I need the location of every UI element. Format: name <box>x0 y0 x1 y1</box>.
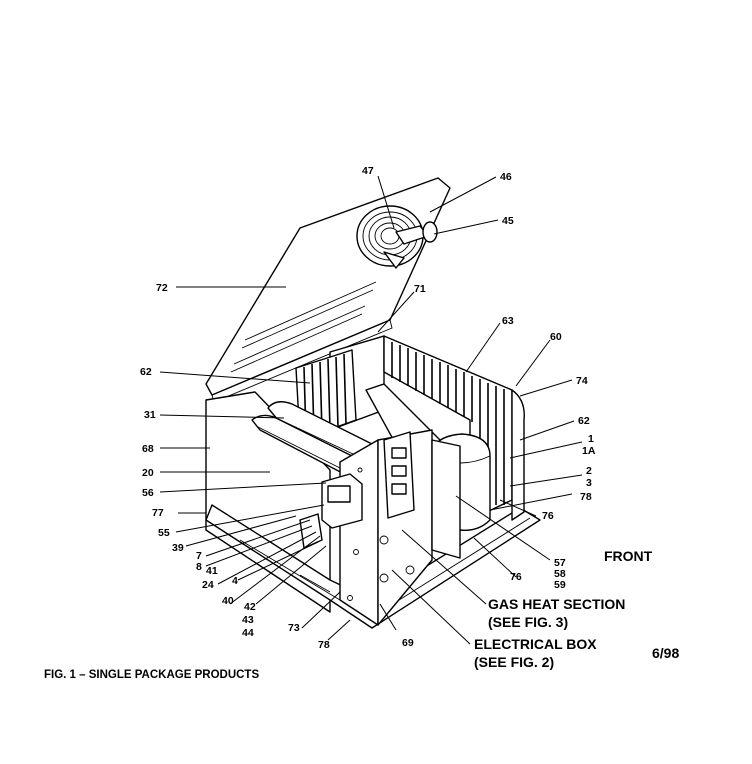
gas-heat-section-ref: (SEE FIG. 3) <box>488 614 568 630</box>
callout-63: 63 <box>502 315 514 327</box>
callout-24: 24 <box>202 579 214 591</box>
callout-labels: 47 46 45 72 71 63 60 74 62 62 31 68 1 1A… <box>140 165 596 651</box>
callout-76-bottom: 76 <box>510 571 522 583</box>
callout-57: 57 <box>554 557 566 569</box>
electrical-box-label: ELECTRICAL BOX <box>474 636 597 652</box>
callout-7: 7 <box>196 550 202 562</box>
callout-69: 69 <box>402 637 414 649</box>
callout-68: 68 <box>142 443 154 455</box>
callout-44: 44 <box>242 627 254 639</box>
leader-lines <box>159 175 583 645</box>
callout-1: 1 <box>588 433 594 445</box>
gas-heat-section-label: GAS HEAT SECTION <box>488 596 625 612</box>
callout-46: 46 <box>500 171 512 183</box>
electrical-box-ref: (SEE FIG. 2) <box>474 654 554 670</box>
callout-72: 72 <box>156 282 168 294</box>
figure-caption: FIG. 1 – SINGLE PACKAGE PRODUCTS <box>44 669 259 681</box>
callout-74: 74 <box>576 375 588 387</box>
date-code: 6/98 <box>652 645 679 661</box>
callout-62-right: 62 <box>578 415 590 427</box>
callout-56: 56 <box>142 487 154 499</box>
callout-8: 8 <box>196 561 202 573</box>
callout-78-bottom: 78 <box>318 639 330 651</box>
callout-47: 47 <box>362 165 374 177</box>
callout-42: 42 <box>244 601 256 613</box>
callout-41: 41 <box>206 565 218 577</box>
callout-60: 60 <box>550 331 562 343</box>
callout-1A: 1A <box>582 445 596 457</box>
callout-39: 39 <box>172 542 184 554</box>
front-label: FRONT <box>604 548 653 564</box>
callout-76-right: 76 <box>542 510 554 522</box>
callout-55: 55 <box>158 527 170 539</box>
condenser-fan <box>356 205 438 269</box>
callout-3: 3 <box>586 477 592 489</box>
callout-59: 59 <box>554 579 566 591</box>
callout-58: 58 <box>554 568 566 580</box>
callout-40: 40 <box>222 595 234 607</box>
callout-4: 4 <box>232 575 238 587</box>
callout-77: 77 <box>152 507 164 519</box>
callout-62-left: 62 <box>140 366 152 378</box>
callout-2: 2 <box>586 465 592 477</box>
callout-78-right: 78 <box>580 491 592 503</box>
callout-71: 71 <box>414 283 426 295</box>
heat-section-panel <box>339 429 461 626</box>
callout-73: 73 <box>288 622 300 634</box>
callout-31: 31 <box>144 409 156 421</box>
callout-43: 43 <box>242 614 254 626</box>
callout-45: 45 <box>502 215 514 227</box>
callout-20: 20 <box>142 467 154 479</box>
